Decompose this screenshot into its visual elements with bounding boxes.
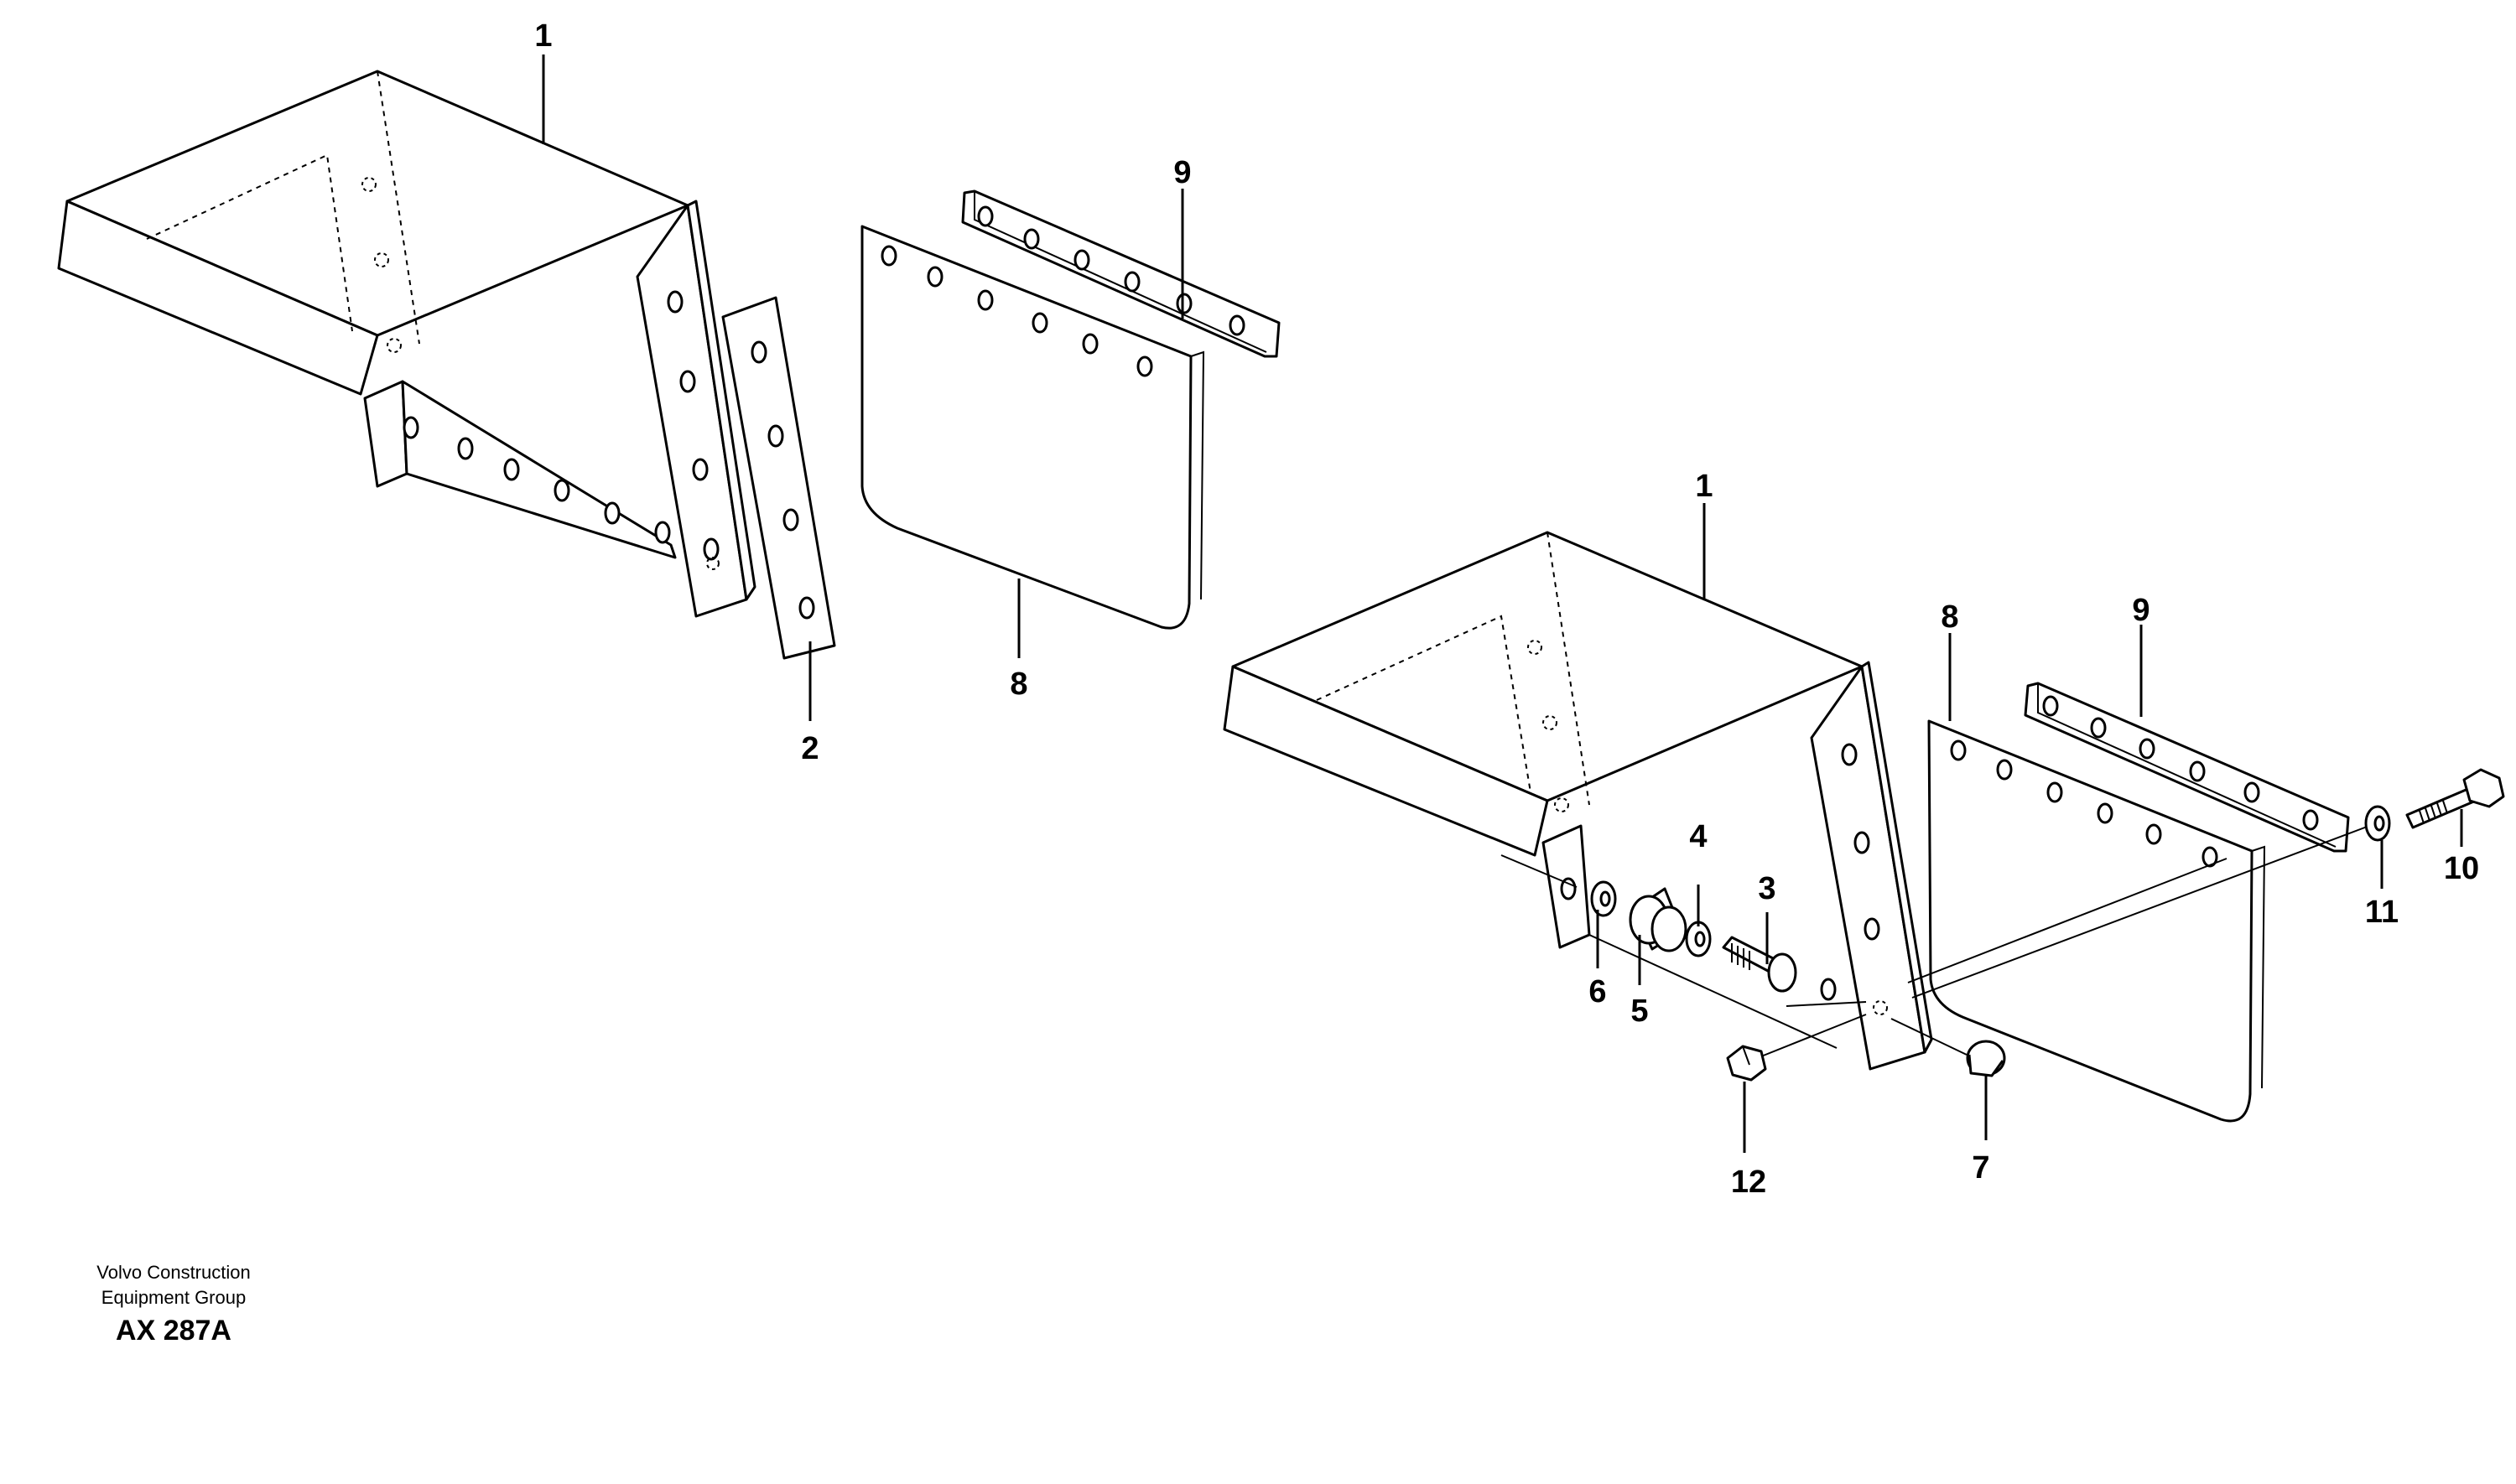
callout-labels: 1 2 9 8 1 8 9 4 3 6 5 12 7 11 10	[534, 18, 2479, 1200]
company-name-line-2: Equipment Group	[101, 1287, 246, 1308]
callout-9-left: 9	[1173, 155, 1191, 190]
callout-8-left: 8	[1010, 667, 1027, 702]
drawing-footer: Volvo Construction Equipment Group AX 28…	[96, 1262, 250, 1346]
fender-bracket-left	[57, 70, 756, 618]
mud-flap-part-8-right	[1927, 719, 2266, 1123]
company-name-line-1: Volvo Construction	[96, 1262, 250, 1283]
callout-10: 10	[2444, 851, 2479, 886]
clamping-strip-part-9-right	[2024, 682, 2350, 853]
assembly-guide-lines	[1500, 825, 2370, 1057]
callout-2: 2	[801, 731, 819, 766]
hardware-parts	[1590, 768, 2505, 1082]
callout-1-left: 1	[534, 18, 552, 54]
callout-4: 4	[1689, 819, 1707, 854]
callout-6: 6	[1588, 974, 1606, 1009]
callout-12: 12	[1731, 1165, 1766, 1200]
callout-8-right: 8	[1941, 599, 1958, 635]
clamping-strip-part-9-left	[961, 189, 1281, 358]
callout-9-right: 9	[2132, 593, 2150, 628]
fender-bracket-right	[1223, 531, 1933, 1071]
callout-5: 5	[1630, 994, 1648, 1029]
mounting-strip-part-2	[721, 296, 836, 660]
mud-flap-part-8-left	[860, 225, 1205, 630]
callout-7: 7	[1972, 1150, 1989, 1186]
callout-3: 3	[1758, 871, 1775, 906]
callout-11: 11	[2365, 895, 2399, 930]
callout-1-right: 1	[1695, 469, 1713, 504]
callout-leaders	[542, 54, 2463, 1153]
drawing-id: AX 287A	[116, 1315, 231, 1346]
